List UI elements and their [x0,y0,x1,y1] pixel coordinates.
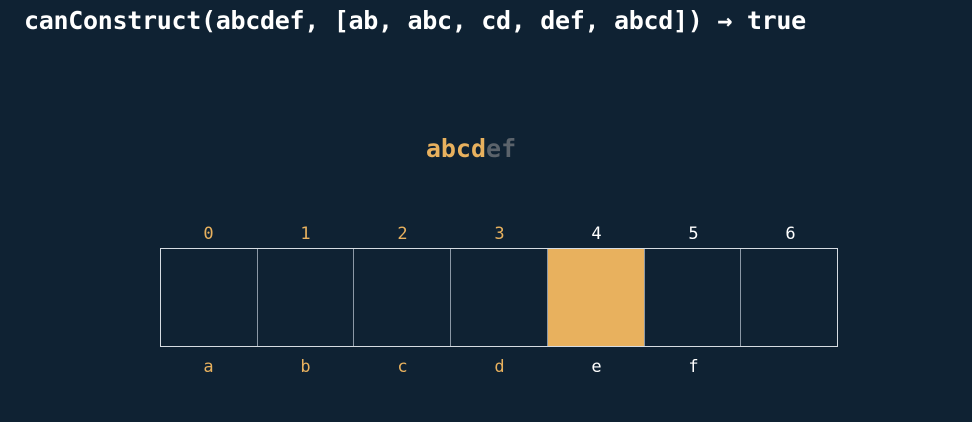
target-matched-part: abcd [425,134,487,163]
letter-label: f [688,357,699,377]
table-cell [258,249,355,346]
dp-table [160,248,838,347]
table-cell-true [547,249,645,346]
page-title: canConstruct(abcdef, [ab, abc, cd, def, … [24,6,806,35]
letter-label: b [300,357,311,377]
letter-row: a b c d e f [160,355,838,379]
index-label: 4 [591,224,602,244]
table-cell [451,249,548,346]
index-label: 2 [397,224,408,244]
index-label: 0 [203,224,214,244]
table-cell [741,249,837,346]
table-cell [161,249,258,346]
target-remaining-part: ef [486,134,517,163]
index-label: 6 [785,224,796,244]
letter-label: d [494,357,505,377]
table-cell [645,249,742,346]
table-cell [354,249,452,346]
letter-label: c [397,357,408,377]
target-word: abcdef [0,134,942,163]
index-label: 1 [300,224,311,244]
index-row: 0 1 2 3 4 5 6 [160,222,838,246]
index-label: 3 [494,224,505,244]
letter-label: e [591,357,602,377]
index-label: 5 [688,224,699,244]
letter-label: a [203,357,214,377]
